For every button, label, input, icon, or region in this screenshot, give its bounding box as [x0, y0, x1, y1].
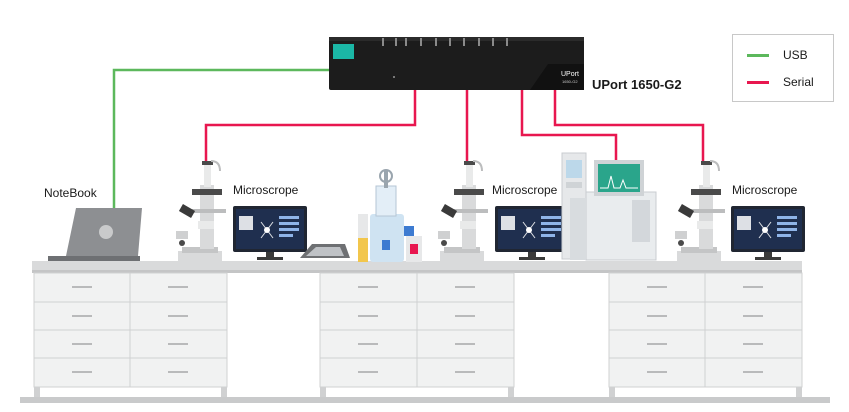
microscope-2-label: Microscrope — [492, 183, 558, 197]
microscope-1 — [175, 160, 227, 262]
microscope-3 — [674, 160, 726, 262]
legend-label-usb: USB — [783, 48, 808, 62]
legend-swatch-serial — [747, 80, 769, 84]
notebook-label: NoteBook — [44, 186, 97, 200]
device-face-text: UPort — [561, 71, 579, 78]
serial-cable-3 — [520, 88, 618, 162]
monitor-2 — [494, 205, 570, 261]
usb-cable — [112, 68, 331, 208]
tablet-device — [300, 244, 350, 258]
microscope-2 — [437, 160, 489, 262]
serial-cable-1 — [204, 88, 417, 162]
legend-label-serial: Serial — [783, 75, 814, 89]
device-face-subtext: 1650-G2 — [562, 79, 578, 84]
lab-bench — [20, 261, 830, 403]
cabinet-left — [33, 272, 228, 397]
cabinet-right — [608, 272, 803, 397]
uport-device: UPort 1650-G2 — [329, 37, 584, 90]
cabinet-middle — [319, 272, 515, 397]
device-name-label: UPort 1650-G2 — [592, 77, 682, 92]
analyzer-instrument — [561, 152, 657, 261]
microscope-1-label: Microscrope — [233, 183, 299, 197]
legend-swatch-usb — [747, 53, 769, 57]
device-accent-led — [333, 44, 354, 59]
legend-item-serial: Serial — [747, 75, 814, 89]
serial-cables — [204, 88, 705, 162]
monitor-1 — [232, 205, 308, 261]
microscope-3-label: Microscrope — [732, 183, 798, 197]
serial-cable-4 — [553, 88, 705, 162]
legend: USB Serial — [732, 34, 834, 102]
legend-item-usb: USB — [747, 48, 808, 62]
notebook-laptop — [48, 208, 142, 261]
titrator-apparatus — [358, 169, 422, 262]
monitor-3 — [730, 205, 806, 261]
